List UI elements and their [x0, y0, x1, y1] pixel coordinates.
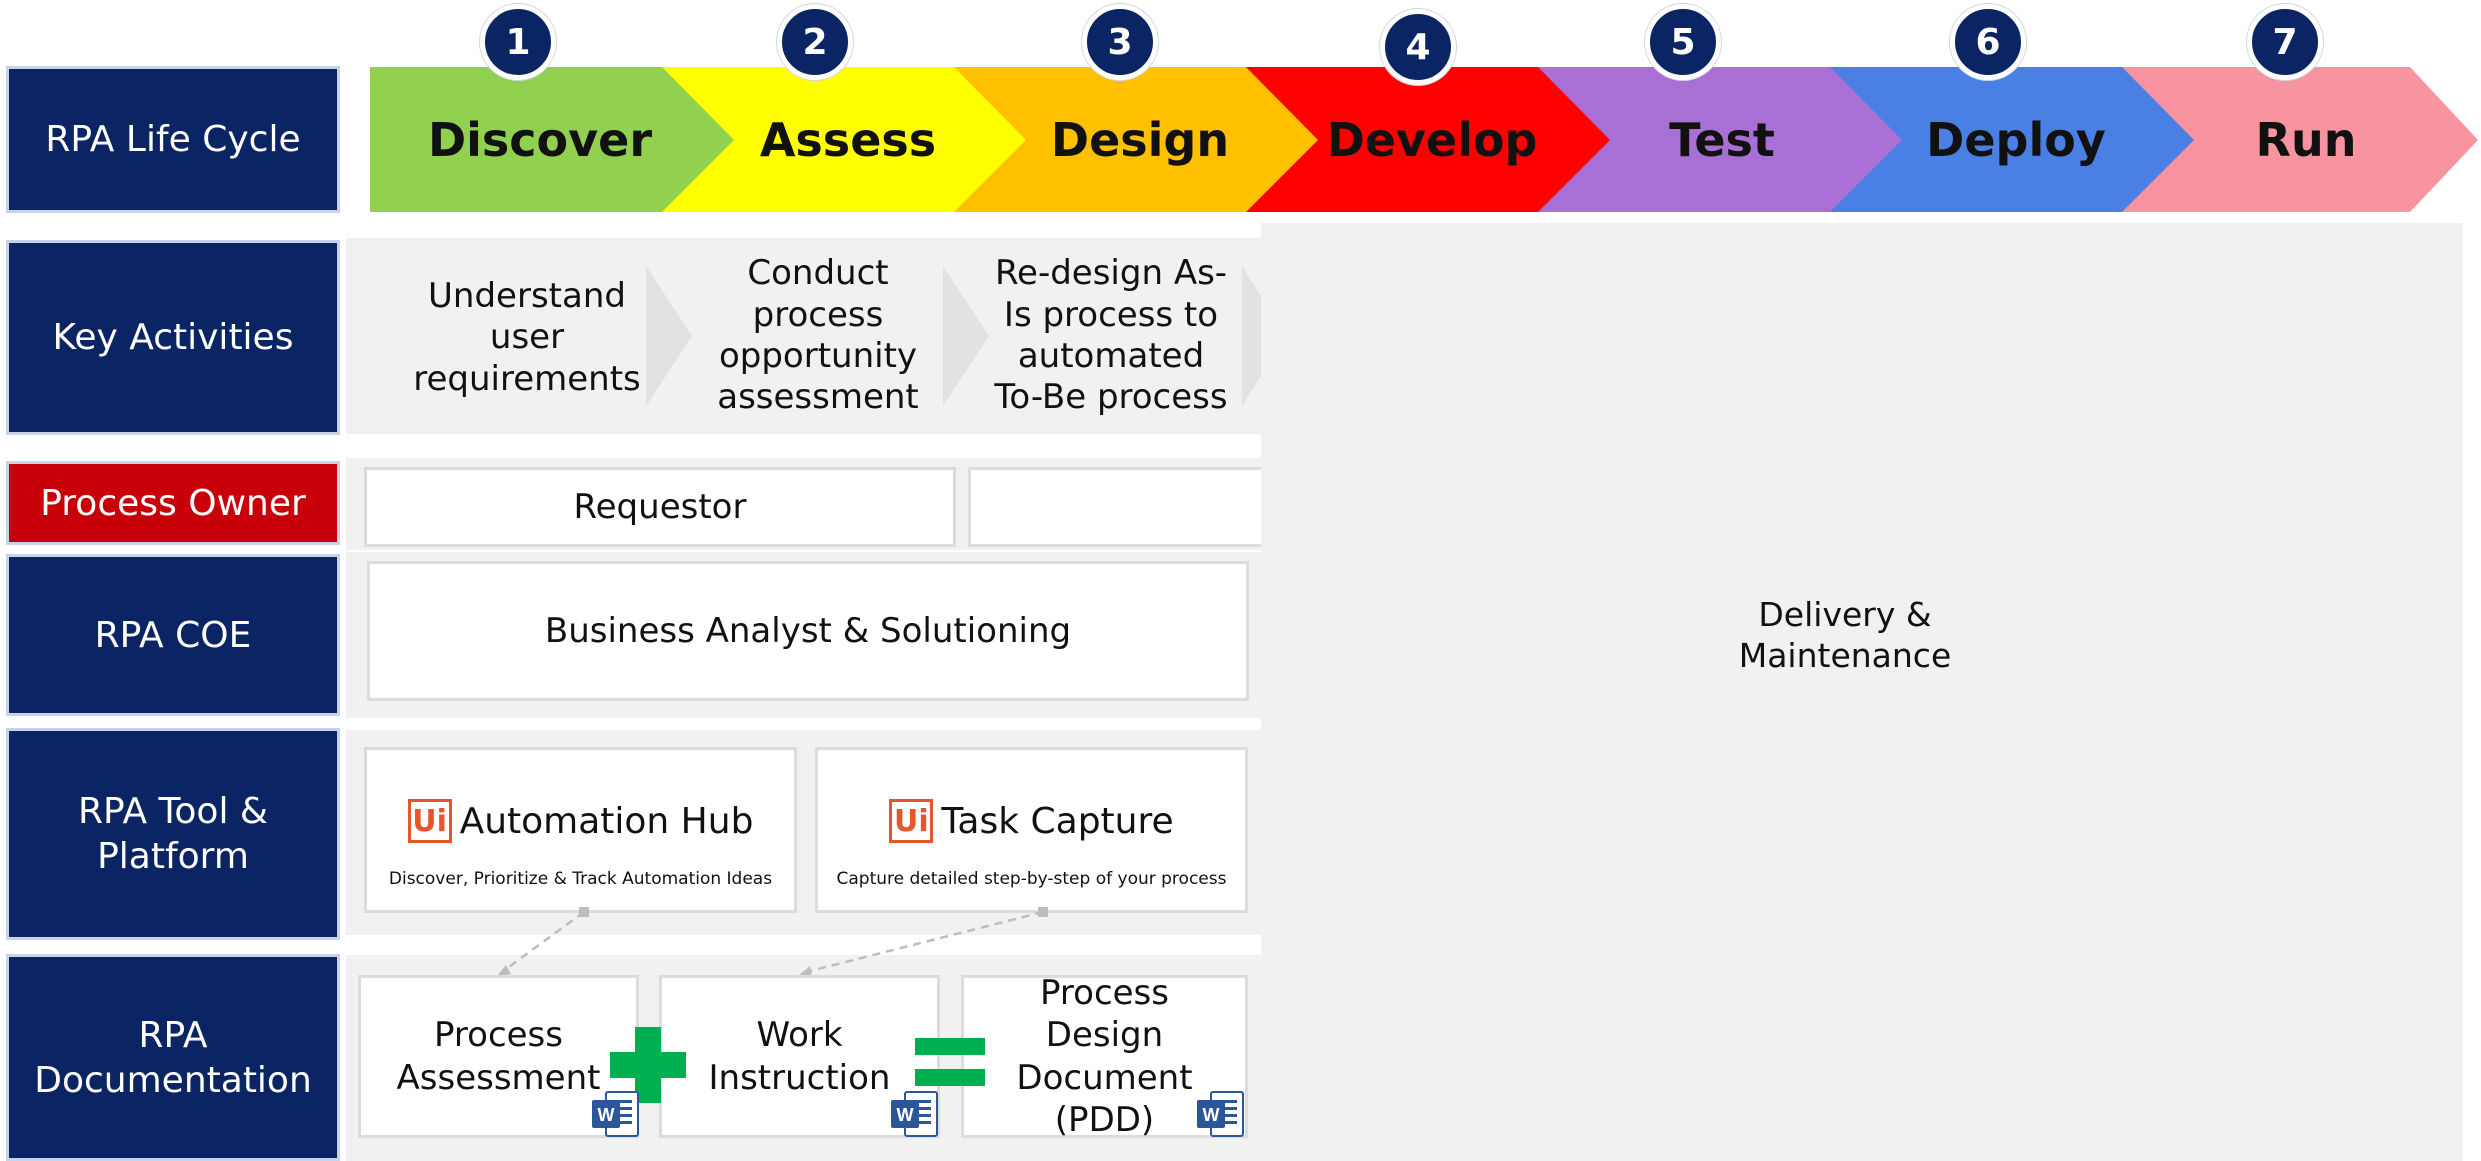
word-document-icon: W [592, 1091, 639, 1137]
uipath-logo-icon: Ui [407, 799, 452, 843]
pdd-box: Process Design Document (PDD) [961, 973, 1248, 1140]
stage-chevron-test [1538, 67, 1902, 212]
stage-chevron-develop [1246, 67, 1610, 212]
row-label-key-activities: Key Activities [6, 240, 340, 435]
task-capture-title: Task Capture [941, 800, 1174, 842]
stage-label-design: Design [1050, 113, 1230, 167]
equals-icon [915, 1038, 985, 1086]
activity-redesign: Re-design As-Is process to automated To-… [994, 253, 1228, 418]
uipath-logo-icon: Ui [889, 799, 934, 843]
stage-number-badge: 6 [1950, 4, 2026, 80]
stage-label-discover: Discover [427, 113, 653, 167]
svg-text:W: W [1203, 1105, 1220, 1125]
automation-hub-card: Ui Automation Hub Discover, Prioritize &… [364, 747, 797, 913]
stage-chevron-assess [662, 67, 1026, 212]
stage-chevron-deploy [1830, 67, 2194, 212]
activity-understand: Understand user requirements [413, 275, 641, 399]
stage-number-badge: 5 [1645, 4, 1721, 80]
task-capture-desc: Capture detailed step-by-step of your pr… [836, 869, 1227, 889]
stage-chevron-discover [370, 67, 734, 212]
key-activities-band [346, 238, 1261, 434]
stage-number-badge: 2 [777, 4, 853, 80]
automation-hub-desc: Discover, Prioritize & Track Automation … [388, 869, 773, 889]
row-label-rpa-documentation: RPA Documentation [6, 954, 340, 1161]
automation-hub-title: Automation Hub [459, 800, 754, 842]
process-assessment-box: Process Assessment [358, 975, 639, 1138]
stage-number-badge: 4 [1380, 9, 1456, 85]
stage-label-deploy: Deploy [1926, 113, 2106, 167]
stage-number-badge: 7 [2247, 4, 2323, 80]
owner-empty-box [968, 467, 1261, 547]
stage-number-badge: 3 [1082, 4, 1158, 80]
delivery-maintenance-text: Delivery & Maintenance [1738, 594, 1952, 675]
stage-label-develop: Develop [1326, 113, 1538, 167]
row-label-rpa-coe: RPA COE [6, 554, 340, 716]
svg-text:W: W [897, 1105, 914, 1125]
row-label-process-owner: Process Owner [6, 461, 340, 545]
stage-number-badge: 1 [480, 4, 556, 80]
delivery-maintenance-panel [1261, 223, 2463, 1161]
task-capture-card: Ui Task Capture Capture detailed step-by… [815, 747, 1248, 913]
lifecycle-arrows [370, 67, 2478, 212]
stage-chevron-run [2122, 67, 2478, 212]
stage-label-test: Test [1669, 113, 1775, 167]
row-label-lifecycle: RPA Life Cycle [6, 66, 340, 213]
stage-chevron-design [954, 67, 1318, 212]
business-analyst-box: Business Analyst & Solutioning [367, 561, 1249, 701]
svg-text:W: W [598, 1105, 615, 1125]
stage-label-assess: Assess [759, 113, 937, 167]
word-document-icon: W [891, 1091, 938, 1137]
requestor-box: Requestor [364, 467, 956, 547]
activity-chevrons [646, 266, 1261, 406]
plus-icon [610, 1027, 686, 1103]
activity-assess: Conduct process opportunity assessment [717, 253, 919, 418]
word-document-icon: W [1197, 1091, 1244, 1137]
row-label-rpa-tool: RPA Tool & Platform [6, 728, 340, 940]
stage-label-run: Run [2255, 113, 2357, 167]
